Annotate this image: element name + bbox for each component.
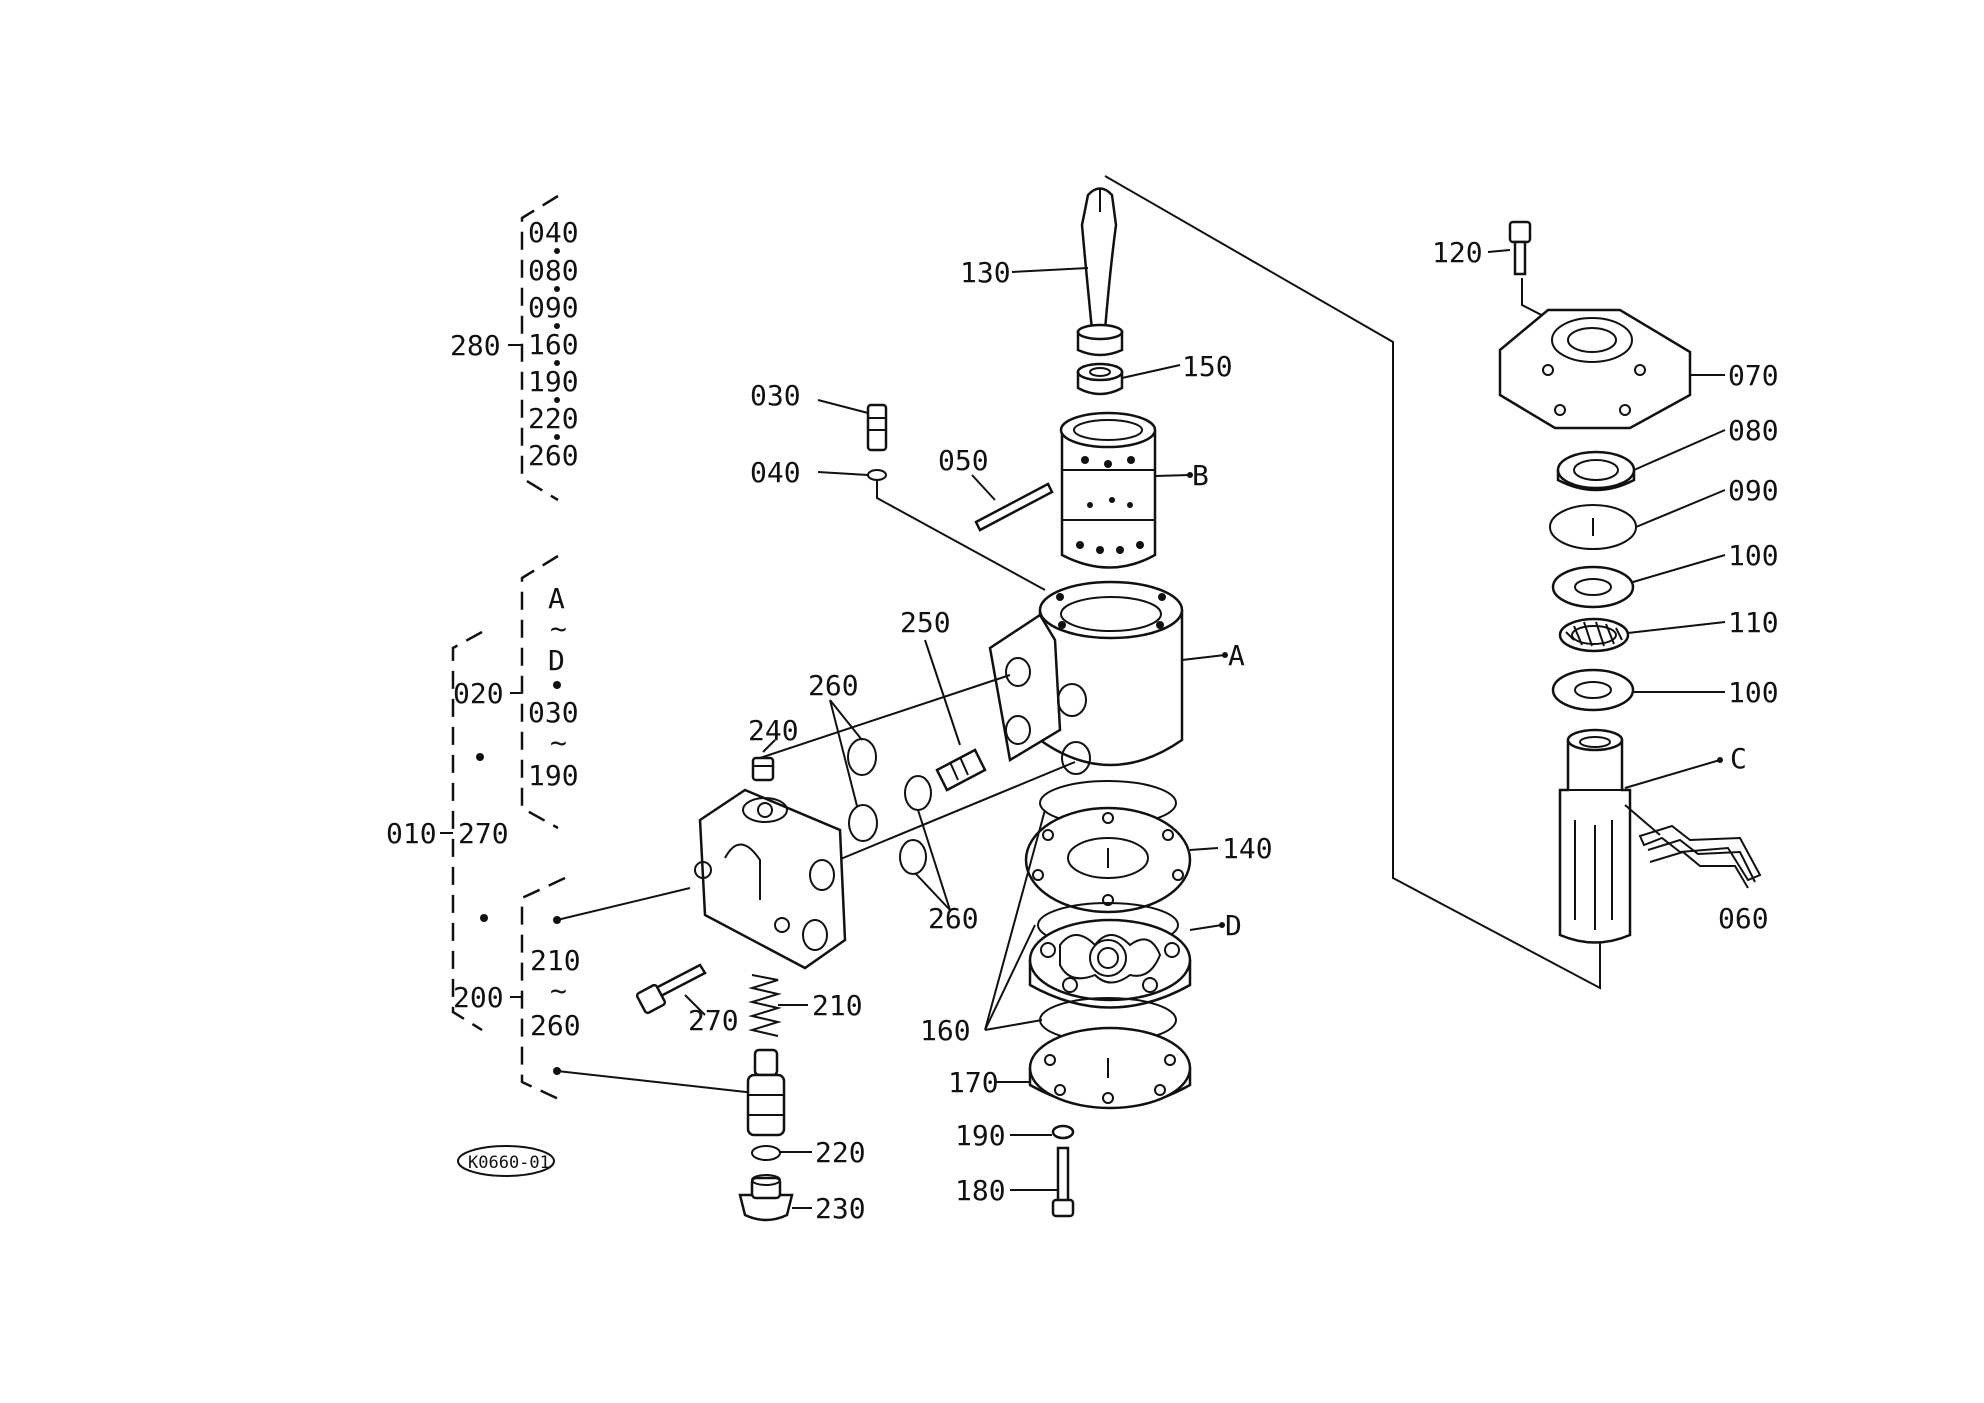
part-080-seal xyxy=(1556,450,1636,492)
part-230-plug xyxy=(738,1174,794,1222)
index-label-280: 280 xyxy=(450,329,501,362)
label-150: 150 xyxy=(1182,350,1233,383)
index-item-040: 040 xyxy=(528,216,579,249)
label-080: 080 xyxy=(1728,414,1779,447)
part-050-pin xyxy=(974,482,1054,532)
index-label-010: 010 xyxy=(386,817,437,850)
index-item-260: 260 xyxy=(528,439,579,472)
part-valve-block xyxy=(694,788,847,970)
range-start-a: A xyxy=(548,582,565,615)
range-tilde: ~ xyxy=(550,974,567,1007)
label-240: 240 xyxy=(748,714,799,747)
part-260-o-rings xyxy=(847,738,932,875)
part-180-bolt xyxy=(1051,1146,1075,1218)
label-120: 120 xyxy=(1432,236,1483,269)
part-140-distributor-plate xyxy=(1024,806,1192,914)
part-040-o-ring xyxy=(867,469,887,481)
range-tilde: ~ xyxy=(550,612,567,645)
label-160: 160 xyxy=(920,1014,971,1047)
label-090: 090 xyxy=(1728,474,1779,507)
range-end-260: 260 xyxy=(530,1009,581,1042)
label-100-upper: 100 xyxy=(1728,539,1779,572)
label-070: 070 xyxy=(1728,359,1779,392)
part-060-leaf-springs xyxy=(1638,824,1762,889)
label-100-lower: 100 xyxy=(1728,676,1779,709)
label-d: D xyxy=(1225,909,1242,942)
index-item-090: 090 xyxy=(528,291,579,324)
part-c-shaft xyxy=(1558,728,1632,944)
part-100-thrust-washer-upper xyxy=(1551,565,1635,609)
part-poppet-assembly xyxy=(746,1048,786,1137)
part-170-end-cap xyxy=(1028,1026,1192,1110)
label-210: 210 xyxy=(812,989,863,1022)
range-end-190: 190 xyxy=(528,759,579,792)
label-170: 170 xyxy=(948,1066,999,1099)
index-item-160: 160 xyxy=(528,328,579,361)
label-060: 060 xyxy=(1718,902,1769,935)
part-220-o-ring xyxy=(751,1145,781,1161)
part-d-gear-set xyxy=(1028,918,1192,1009)
label-110: 110 xyxy=(1728,606,1779,639)
label-030: 030 xyxy=(750,379,801,412)
part-070-mounting-flange xyxy=(1498,308,1692,430)
label-a: A xyxy=(1228,639,1245,672)
index-group-010: 010 270 020 A ~ D 030 ~ 190 200 210 ~ 26… xyxy=(386,554,581,1104)
label-250: 250 xyxy=(900,606,951,639)
label-c: C xyxy=(1730,742,1747,775)
index-item-080: 080 xyxy=(528,254,579,287)
label-130: 130 xyxy=(960,256,1011,289)
index-group-280: 280 040 080 090 160 190 220 260 xyxy=(450,194,579,502)
part-240-plug xyxy=(751,756,775,782)
label-260-upper: 260 xyxy=(808,669,859,702)
label-190: 190 xyxy=(955,1119,1006,1152)
index-item-190: 190 xyxy=(528,365,579,398)
range-tilde: ~ xyxy=(550,726,567,759)
part-250-relief-valve xyxy=(935,748,987,792)
label-180: 180 xyxy=(955,1174,1006,1207)
part-270-bolt xyxy=(635,963,707,1015)
index-label-200: 200 xyxy=(453,981,504,1014)
part-120-bolt xyxy=(1508,220,1532,276)
label-050: 050 xyxy=(938,444,989,477)
range-start-030: 030 xyxy=(528,696,579,729)
part-030-plug xyxy=(866,403,888,452)
index-label-270: 270 xyxy=(458,817,509,850)
label-270: 270 xyxy=(688,1004,739,1037)
part-b-sleeve xyxy=(1059,411,1157,569)
range-start-210: 210 xyxy=(530,944,581,977)
label-230: 230 xyxy=(815,1192,866,1225)
range-end-d: D xyxy=(548,644,565,677)
label-220: 220 xyxy=(815,1136,866,1169)
label-140: 140 xyxy=(1222,832,1273,865)
part-190-washer xyxy=(1051,1124,1075,1140)
index-label-020: 020 xyxy=(453,677,504,710)
part-130-spool xyxy=(1076,187,1124,357)
part-a-housing xyxy=(988,580,1184,775)
label-040: 040 xyxy=(750,456,801,489)
part-100-thrust-washer-lower xyxy=(1551,668,1635,712)
figure-code-badge: K0660-01 xyxy=(457,1145,555,1177)
part-150-bushing xyxy=(1076,362,1124,396)
figure-code: K0660-01 xyxy=(468,1153,550,1173)
part-090-snap-ring xyxy=(1549,504,1637,550)
label-b: B xyxy=(1192,459,1209,492)
part-210-spring xyxy=(748,974,782,1037)
part-110-thrust-bearing xyxy=(1558,617,1630,653)
index-item-220: 220 xyxy=(528,402,579,435)
label-260-lower: 260 xyxy=(928,902,979,935)
